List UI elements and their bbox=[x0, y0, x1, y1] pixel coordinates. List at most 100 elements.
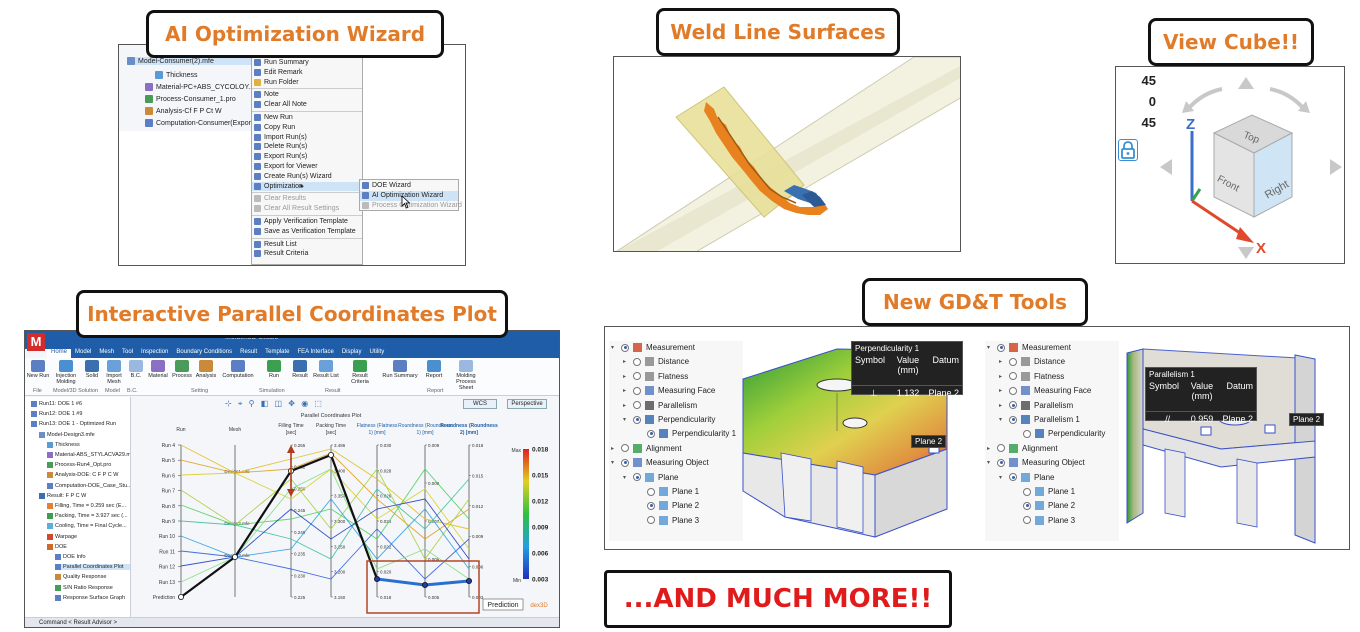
radio-button[interactable] bbox=[1009, 386, 1017, 395]
tree-item[interactable]: Packing, Time = 3.927 sec (... bbox=[47, 513, 128, 520]
chevron-right-icon[interactable]: ▸ bbox=[623, 402, 627, 409]
ribbon-report[interactable]: Report bbox=[421, 360, 447, 379]
gdt-tree-item[interactable]: ▸Alignment bbox=[987, 443, 1058, 453]
arrow-right-icon[interactable] bbox=[1330, 159, 1342, 175]
gdt-tree-item[interactable]: ▸Flatness bbox=[623, 371, 688, 381]
submenu-process-optimization-wizard[interactable]: Process Optimization Wizard bbox=[360, 201, 462, 211]
menu-run-summary[interactable]: Run Summary bbox=[252, 58, 362, 68]
menu-export-viewer[interactable]: Export for Viewer bbox=[252, 162, 362, 172]
radio-button[interactable] bbox=[621, 458, 629, 467]
tab-utility[interactable]: Utility bbox=[369, 349, 385, 355]
view-cube-widget[interactable]: Top Front Right Z X bbox=[1156, 71, 1345, 263]
tab-model[interactable]: Model bbox=[75, 349, 92, 355]
ribbon-analysis[interactable]: Analysis bbox=[193, 360, 219, 379]
radio-button[interactable] bbox=[997, 444, 1005, 453]
radio-button[interactable] bbox=[1009, 357, 1017, 366]
tree-item[interactable]: Filling, Time = 0.259 sec (E... bbox=[47, 503, 126, 509]
ribbon-result-criteria[interactable]: Result Criteria bbox=[343, 360, 377, 385]
rotate-left-icon[interactable] bbox=[1186, 87, 1223, 111]
tab-display[interactable]: Display bbox=[341, 349, 362, 355]
gdt-tree-item[interactable]: ▾Plane bbox=[623, 472, 678, 482]
gdt-tree-item[interactable]: Perpendicularity 1 bbox=[637, 429, 736, 439]
radio-button[interactable] bbox=[1023, 429, 1031, 438]
chevron-down-icon[interactable]: ▾ bbox=[611, 345, 615, 351]
gdt-tree-item[interactable]: ▾Parallelism 1 bbox=[999, 415, 1080, 424]
tab-home[interactable]: Home bbox=[47, 349, 72, 358]
chevron-right-icon[interactable]: ▸ bbox=[611, 445, 615, 452]
chevron-right-icon[interactable]: ▸ bbox=[623, 388, 627, 395]
menu-export-runs[interactable]: Export Run(s) bbox=[252, 152, 362, 162]
menu-clear-all-note[interactable]: Clear All Note bbox=[252, 100, 362, 110]
tree-item[interactable]: S/N Ratio Response bbox=[55, 584, 113, 591]
gdt-tree-item[interactable]: ▸Parallelism bbox=[999, 400, 1073, 410]
chevron-down-icon[interactable]: ▾ bbox=[987, 345, 991, 351]
tree-item-material[interactable]: Material-PC+ABS_CYCOLOY... bbox=[145, 83, 254, 91]
tree-item[interactable]: Parallel Coordinates Plot bbox=[55, 564, 130, 571]
menu-save-template[interactable]: Save as Verification Template bbox=[252, 227, 362, 237]
gdt-tree-item[interactable]: ▸Measuring Face bbox=[999, 386, 1091, 396]
gdt-tree-item[interactable]: Plane 2 bbox=[1013, 501, 1075, 511]
ribbon-run-summary[interactable]: Run Summary bbox=[381, 360, 419, 379]
ribbon-injection-molding[interactable]: Injection Molding bbox=[53, 360, 79, 385]
radio-button[interactable] bbox=[621, 343, 629, 352]
tree-item[interactable]: Quality Response bbox=[55, 574, 106, 581]
ribbon-run[interactable]: Run bbox=[261, 360, 287, 379]
tree-item[interactable]: Warpage bbox=[47, 533, 77, 540]
gdt-tree-item[interactable]: ▾Perpendicularity bbox=[623, 415, 715, 424]
menu-optimization[interactable]: Optimization▸ bbox=[252, 181, 362, 192]
gdt-tree-item[interactable]: Plane 1 bbox=[637, 487, 699, 496]
tree-item[interactable]: Response Surface Graph bbox=[55, 594, 125, 601]
tree-item[interactable]: Thickness bbox=[47, 441, 80, 448]
tab-boundary-conditions[interactable]: Boundary Conditions bbox=[176, 349, 233, 355]
radio-button[interactable] bbox=[647, 501, 655, 510]
menu-import-runs[interactable]: Import Run(s) bbox=[252, 133, 362, 143]
chevron-down-icon[interactable]: ▾ bbox=[623, 417, 627, 423]
gdt-tree-item[interactable]: ▸Parallelism bbox=[623, 400, 697, 410]
gdt-tree-item[interactable]: ▸Distance bbox=[623, 357, 689, 367]
tree-item-analysis[interactable]: Analysis-Cf F P Ct W bbox=[145, 107, 222, 115]
tab-tool[interactable]: Tool bbox=[122, 349, 134, 355]
menu-clear-results[interactable]: Clear Results bbox=[252, 194, 362, 204]
menu-new-run[interactable]: New Run bbox=[252, 113, 362, 123]
gdt-tree-item[interactable]: Plane 1 bbox=[1013, 487, 1075, 496]
tree-item[interactable]: Run12: DOE 1 #9 bbox=[31, 411, 82, 418]
menu-result-criteria[interactable]: Result Criteria bbox=[252, 249, 362, 259]
cube-right-face[interactable] bbox=[1253, 132, 1293, 218]
radio-button[interactable] bbox=[1009, 401, 1017, 410]
perspective-dropdown[interactable]: Perspective bbox=[507, 399, 547, 409]
chevron-right-icon[interactable]: ▸ bbox=[999, 359, 1003, 366]
tree-item[interactable]: Result: F P C W bbox=[39, 492, 86, 499]
tree-item[interactable]: Computation-DOE_Case_Stu... bbox=[47, 482, 130, 489]
tab-mesh[interactable]: Mesh bbox=[99, 349, 115, 355]
gdt-tree-item[interactable]: Plane 3 bbox=[1013, 515, 1075, 525]
chevron-right-icon[interactable]: ▸ bbox=[623, 373, 627, 380]
gdt-tree-item[interactable]: ▾Measuring Object bbox=[987, 458, 1085, 468]
chevron-right-icon[interactable]: ▸ bbox=[999, 388, 1003, 395]
radio-button[interactable] bbox=[633, 401, 641, 410]
tab-inspection[interactable]: Inspection bbox=[141, 349, 169, 355]
submenu-ai-optimization-wizard[interactable]: AI Optimization Wizard bbox=[360, 190, 458, 201]
menu-create-runs-wizard[interactable]: Create Run(s) Wizard bbox=[252, 172, 362, 182]
gdt-tree-item[interactable]: ▾Measurement bbox=[987, 343, 1071, 352]
tree-item[interactable]: Process-Run4_Opt.pro bbox=[47, 462, 111, 469]
radio-button[interactable] bbox=[633, 357, 641, 366]
radio-button[interactable] bbox=[647, 516, 655, 525]
tree-item[interactable]: Cooling, Time = Final Cycle... bbox=[47, 523, 127, 530]
chevron-right-icon[interactable]: ▸ bbox=[987, 445, 991, 452]
radio-button[interactable] bbox=[1023, 487, 1031, 496]
gdt-tree-item[interactable]: Plane 2 bbox=[637, 501, 699, 511]
menu-apply-template[interactable]: Apply Verification Template bbox=[252, 217, 362, 227]
radio-button[interactable] bbox=[1009, 415, 1017, 424]
gdt-tree-item[interactable]: Perpendicularity bbox=[1013, 429, 1105, 439]
gdt-tree-item[interactable]: ▸Flatness bbox=[999, 371, 1064, 381]
ribbon-result-list[interactable]: Result List bbox=[311, 360, 341, 379]
menu-note[interactable]: Note bbox=[252, 90, 362, 100]
tree-item-computation[interactable]: Computation-Consumer(Expor... bbox=[145, 119, 256, 127]
chevron-down-icon[interactable]: ▾ bbox=[999, 417, 1003, 423]
chevron-down-icon[interactable]: ▾ bbox=[623, 474, 627, 481]
tree-item[interactable]: DOE bbox=[47, 543, 67, 550]
radio-button[interactable] bbox=[1009, 372, 1017, 381]
menu-run-folder[interactable]: Run Folder bbox=[252, 78, 362, 88]
rotate-right-icon[interactable] bbox=[1269, 87, 1306, 111]
